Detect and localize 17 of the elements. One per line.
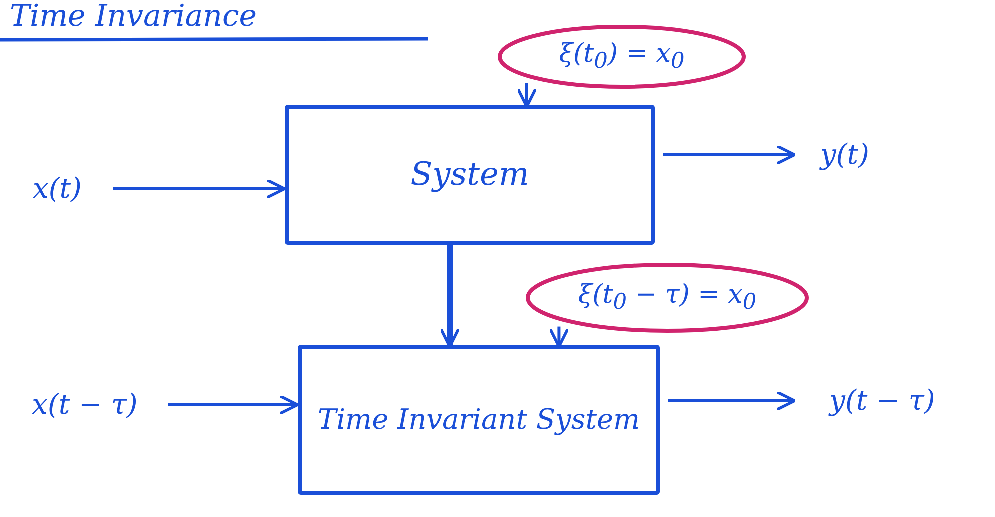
equation: ξ(t$_{0}$ − τ) = x$_{0}$ (578, 279, 757, 318)
equation: ξ(t$_{0}$) = x$_{0}$ (559, 38, 685, 76)
title: Time Invariance (10, 0, 258, 34)
system-box (285, 105, 655, 245)
initial-condition-ellipse (497, 24, 747, 90)
system-name: Time Invariant System (318, 402, 640, 438)
initial-condition-ellipse (525, 262, 810, 334)
arrow (663, 144, 796, 166)
arrow (168, 394, 300, 416)
signal-name: y(t) (820, 137, 870, 174)
system-box (298, 345, 660, 495)
signal-name: y(t − τ) (830, 383, 936, 420)
signal-name: x(t) (33, 171, 82, 208)
system-name: System (410, 154, 530, 196)
arrow (668, 390, 796, 412)
signal-name: x(t − τ) (32, 387, 138, 424)
arrow (113, 178, 286, 200)
